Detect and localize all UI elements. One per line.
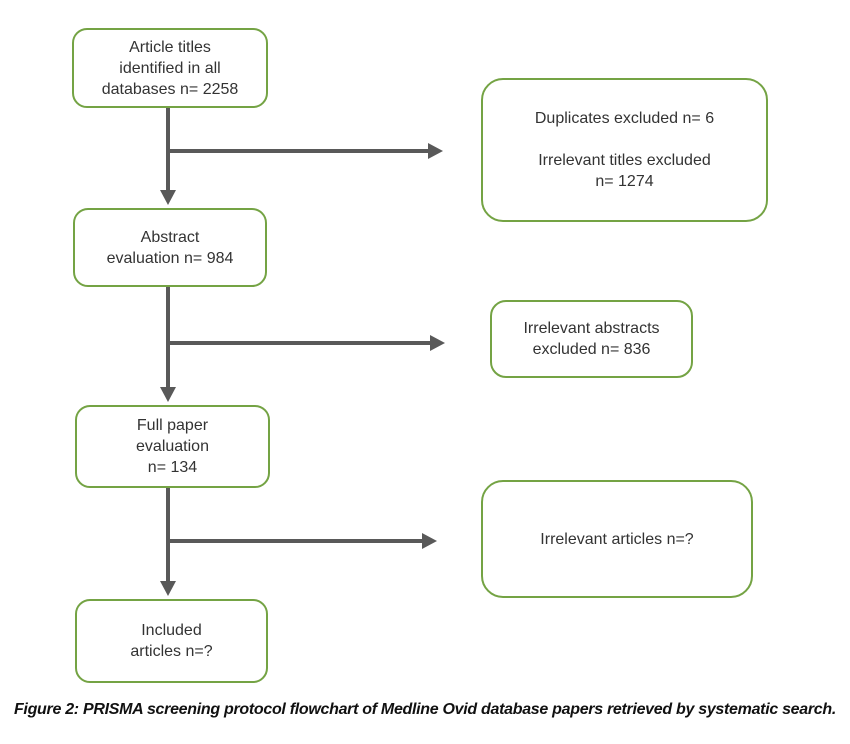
connector-abstract-to-fullpaper — [160, 287, 445, 402]
flow-box-duplicates-excluded-text: Duplicates excluded n= 6 Irrelevant titl… — [534, 110, 715, 190]
connector-titles-to-abstract — [160, 108, 443, 205]
arrow-down-head-icon — [160, 387, 176, 402]
flow-box-included-articles: Included articles n=? — [75, 599, 268, 683]
flow-box-irrelevant-abstracts-excluded: Irrelevant abstracts excluded n= 836 — [490, 300, 693, 378]
flow-box-article-titles: Article titles identified in all databas… — [72, 28, 268, 108]
flow-box-irrelevant-articles-excluded: Irrelevant articles n=? — [481, 480, 753, 598]
flow-box-abstract-evaluation: Abstract evaluation n= 984 — [73, 208, 267, 287]
flow-box-irrelevant-abstracts-excluded-text: Irrelevant abstracts excluded n= 836 — [523, 320, 660, 358]
flow-box-duplicates-excluded: Duplicates excluded n= 6 Irrelevant titl… — [481, 78, 768, 222]
arrow-right-head-icon — [430, 335, 445, 351]
flow-box-abstract-evaluation-text: Abstract evaluation n= 984 — [106, 228, 234, 267]
arrow-down-head-icon — [160, 190, 176, 205]
arrow-down-head-icon — [160, 581, 176, 596]
arrow-right-head-icon — [428, 143, 443, 159]
connector-fullpaper-to-included — [160, 488, 437, 596]
flow-box-full-paper-evaluation-text: Full paper evaluation n= 134 — [136, 417, 209, 476]
flow-box-article-titles-text: Article titles identified in all databas… — [101, 38, 239, 98]
arrow-right-head-icon — [422, 533, 437, 549]
flow-box-full-paper-evaluation: Full paper evaluation n= 134 — [75, 405, 270, 488]
figure-caption: Figure 2: PRISMA screening protocol flow… — [13, 701, 837, 718]
flow-box-irrelevant-articles-excluded-text: Irrelevant articles n=? — [540, 530, 694, 548]
flow-box-included-articles-text: Included articles n=? — [130, 622, 213, 660]
